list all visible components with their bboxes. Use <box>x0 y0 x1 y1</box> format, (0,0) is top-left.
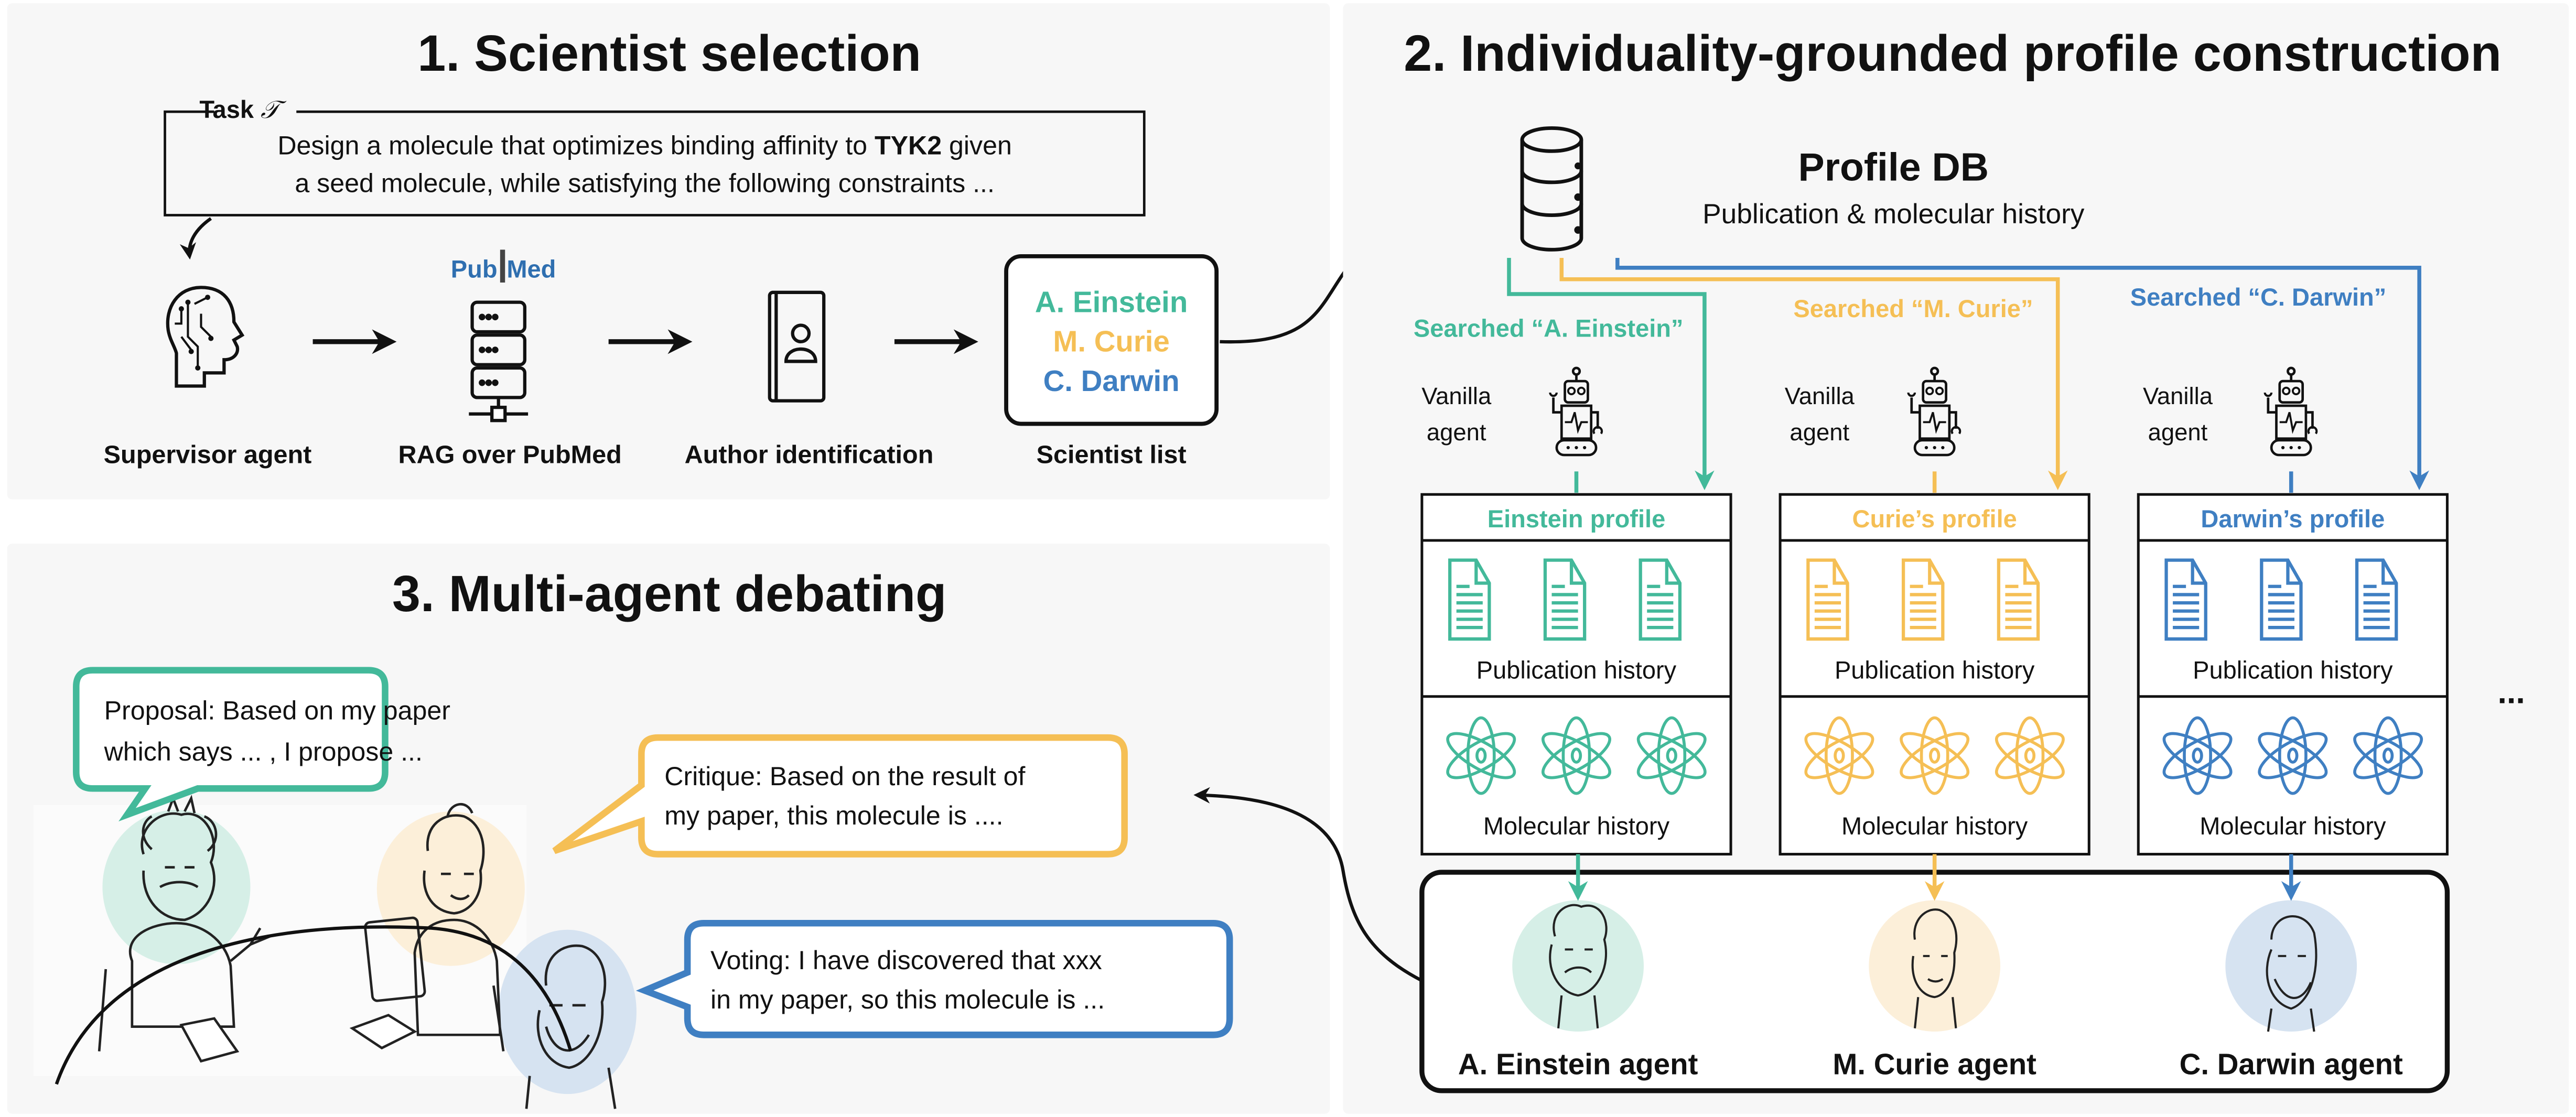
profile-title: Curie’s profile <box>1852 505 2017 533</box>
scientist-darwin: C. Darwin <box>1043 364 1180 397</box>
panel-1-background <box>7 3 1330 500</box>
scientist-list-box <box>1004 254 1219 426</box>
server-icon <box>469 300 529 422</box>
vanilla-agent-darwin: Vanilla agent <box>2143 368 2316 493</box>
darwin-agent-avatar <box>2225 900 2357 1032</box>
search-label-darwin: Searched “C. Darwin” <box>2130 283 2386 311</box>
route-einstein <box>1507 258 1715 491</box>
search-label-einstein: Searched “A. Einstein” <box>1414 314 1684 342</box>
step-label-rag: RAG over PubMed <box>398 441 621 469</box>
agent-label-curie: M. Curie agent <box>1833 1048 2036 1081</box>
panel-profile-construction: 2. Individuality-grounded profile constr… <box>1343 3 2569 1114</box>
profile-title: Einstein profile <box>1488 505 1666 533</box>
molecular-history-label: Molecular history <box>1483 812 1670 840</box>
step-label-supervisor: Supervisor agent <box>104 441 312 469</box>
brain-head-icon <box>166 286 245 388</box>
panel-2-title: 2. Individuality-grounded profile constr… <box>1404 25 2502 82</box>
agent-label-darwin: C. Darwin agent <box>2180 1048 2403 1081</box>
einstein-avatar <box>102 809 251 964</box>
step-label-author: Author identification <box>685 441 934 469</box>
pubmed-logo: Pub Med <box>451 250 556 283</box>
svg-text:Vanilla: Vanilla <box>1785 383 1855 409</box>
db-subtitle: Publication & molecular history <box>1702 199 2085 230</box>
curie-avatar <box>376 811 525 966</box>
portrait-sketches <box>1549 904 2318 1032</box>
agent-label-einstein: A. Einstein agent <box>1458 1048 1698 1081</box>
task-label: Task 𝒯 <box>199 96 287 124</box>
profile-title: Darwin’s profile <box>2201 505 2385 533</box>
scientist-curie: M. Curie <box>1053 325 1169 358</box>
panel-3-title: 3. Multi-agent debating <box>392 565 947 622</box>
bubble-critique-line-2: my paper, this molecule is .... <box>664 801 1003 830</box>
einstein-agent-avatar <box>1512 900 1644 1032</box>
vanilla-agent-einstein: Vanilla agent <box>1421 368 1602 493</box>
panel-multi-agent-debating: 3. Multi-agent debating <box>7 544 1330 1114</box>
svg-text:Pub: Pub <box>451 255 498 283</box>
speech-bubble-voting: Voting: I have discovered that xxx in my… <box>635 919 1233 1038</box>
bubble-critique-line-1: Critique: Based on the result of <box>664 762 1025 791</box>
molecular-history-label: Molecular history <box>2200 812 2386 840</box>
svg-text:agent: agent <box>1790 419 1849 446</box>
route-curie <box>1559 258 2068 491</box>
publication-history-label: Publication history <box>1835 656 2035 684</box>
debate-illustration <box>33 795 637 1109</box>
more-profiles-ellipsis: ... <box>2498 674 2525 710</box>
task-box <box>164 110 1146 216</box>
search-label-curie: Searched “M. Curie” <box>1793 295 2033 322</box>
svg-text:Vanilla: Vanilla <box>2143 383 2213 409</box>
speech-bubble-proposal: Proposal: Based on my paper which says .… <box>73 667 450 822</box>
speech-bubble-critique: Critique: Based on the result of my pape… <box>552 734 1128 858</box>
bubble-proposal-line-1: Proposal: Based on my paper <box>104 696 450 725</box>
database-icon <box>1520 126 1583 252</box>
molecular-history-label: Molecular history <box>1841 812 2028 840</box>
panel-1-title: 1. Scientist selection <box>417 25 921 82</box>
darwin-avatar <box>498 929 637 1094</box>
bubble-voting-line-1: Voting: I have discovered that xxx <box>710 946 1102 975</box>
task-to-supervisor-arrow <box>179 217 212 260</box>
bubble-proposal-line-2: which says ... , I propose ... <box>104 737 423 766</box>
svg-text:agent: agent <box>2148 419 2208 446</box>
publication-history-label: Publication history <box>1476 656 1677 684</box>
task-line-2: a seed molecule, while satisfying the fo… <box>295 169 995 198</box>
db-title: Profile DB <box>1798 145 1989 189</box>
task-line-1: Design a molecule that optimizes binding… <box>277 131 1012 160</box>
step-label-scientist-list: Scientist list <box>1037 441 1187 469</box>
publication-history-label: Publication history <box>2193 656 2393 684</box>
bubble-voting-line-2: in my paper, so this molecule is ... <box>710 985 1105 1014</box>
svg-text:Vanilla: Vanilla <box>1421 383 1492 409</box>
vanilla-agent-curie: Vanilla agent <box>1785 368 1960 493</box>
curie-agent-avatar <box>1869 900 2001 1032</box>
panel-scientist-selection: 1. Scientist selection Task 𝒯 Design a m… <box>7 3 1330 500</box>
scientist-einstein: A. Einstein <box>1035 285 1188 318</box>
svg-text:agent: agent <box>1427 419 1486 446</box>
svg-text:Med: Med <box>506 255 556 283</box>
route-darwin <box>1615 258 2429 491</box>
contact-book-icon <box>768 290 826 403</box>
agents-to-debate-arrow <box>1193 787 1423 982</box>
